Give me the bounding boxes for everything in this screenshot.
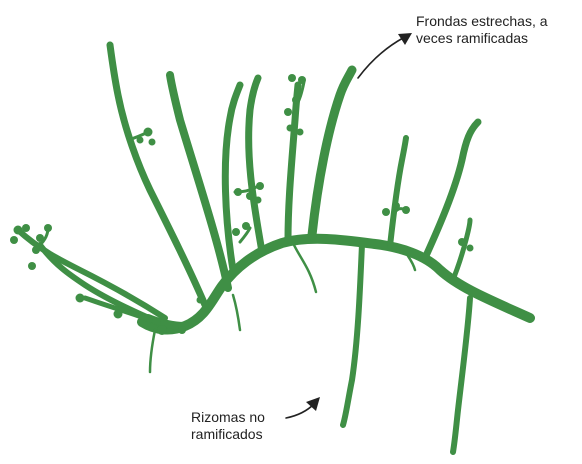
lobe [246, 192, 254, 200]
lobe [255, 197, 262, 204]
frond-7 [390, 138, 406, 246]
lobe [232, 228, 240, 236]
fronds-annotation: Frondas estrechas, a veces ramificadas [416, 13, 548, 47]
lobe [392, 202, 400, 210]
lobe [287, 125, 294, 132]
frond-9 [452, 220, 470, 282]
lobe [197, 297, 204, 304]
lobe [458, 238, 466, 246]
lobe [242, 222, 250, 230]
fronds-arrow-icon [358, 38, 403, 78]
lobe [157, 325, 167, 335]
lobe [137, 137, 144, 144]
rhizomes-annotation: Rizomas no ramificados [191, 409, 265, 443]
fertile-branch-5 [240, 228, 250, 242]
root-small-3 [150, 330, 155, 372]
lobe [292, 96, 300, 104]
rhizomes-annotation-line1: Rizomas no [191, 409, 265, 426]
lobe [298, 76, 306, 84]
lobe [10, 236, 18, 244]
lobe [297, 129, 304, 136]
lobe [36, 234, 44, 242]
rhizomes-annotation-line2: ramificados [191, 426, 265, 443]
lobe [402, 206, 410, 214]
lobe [382, 208, 390, 216]
rhizomes-arrow-icon [286, 404, 314, 418]
lobe [114, 310, 123, 319]
lobe [256, 182, 264, 190]
frond-2 [110, 45, 205, 305]
descending-rhizome-right [453, 298, 470, 452]
fronds-annotation-line2: veces ramificadas [416, 30, 548, 47]
frond-6 [312, 70, 352, 235]
lobe [467, 245, 474, 252]
frond-8 [425, 122, 478, 258]
lobe [144, 128, 153, 137]
lobe [14, 226, 23, 235]
descending-rhizome-left [343, 244, 362, 425]
root-small-2 [233, 295, 240, 330]
lobe [234, 188, 242, 196]
lobe [28, 262, 36, 270]
main-rhizome [142, 239, 530, 330]
lobe [149, 139, 156, 146]
lobe [22, 224, 30, 232]
frond-4 [249, 78, 262, 252]
lobe [76, 294, 85, 303]
lobe [284, 108, 292, 116]
fronds-annotation-line1: Frondas estrechas, a [416, 13, 548, 30]
frond-3 [225, 85, 240, 270]
lobe [178, 326, 186, 334]
lobe [32, 246, 40, 254]
lobe [288, 74, 296, 82]
root-small-1 [293, 243, 316, 292]
lobe [44, 224, 52, 232]
